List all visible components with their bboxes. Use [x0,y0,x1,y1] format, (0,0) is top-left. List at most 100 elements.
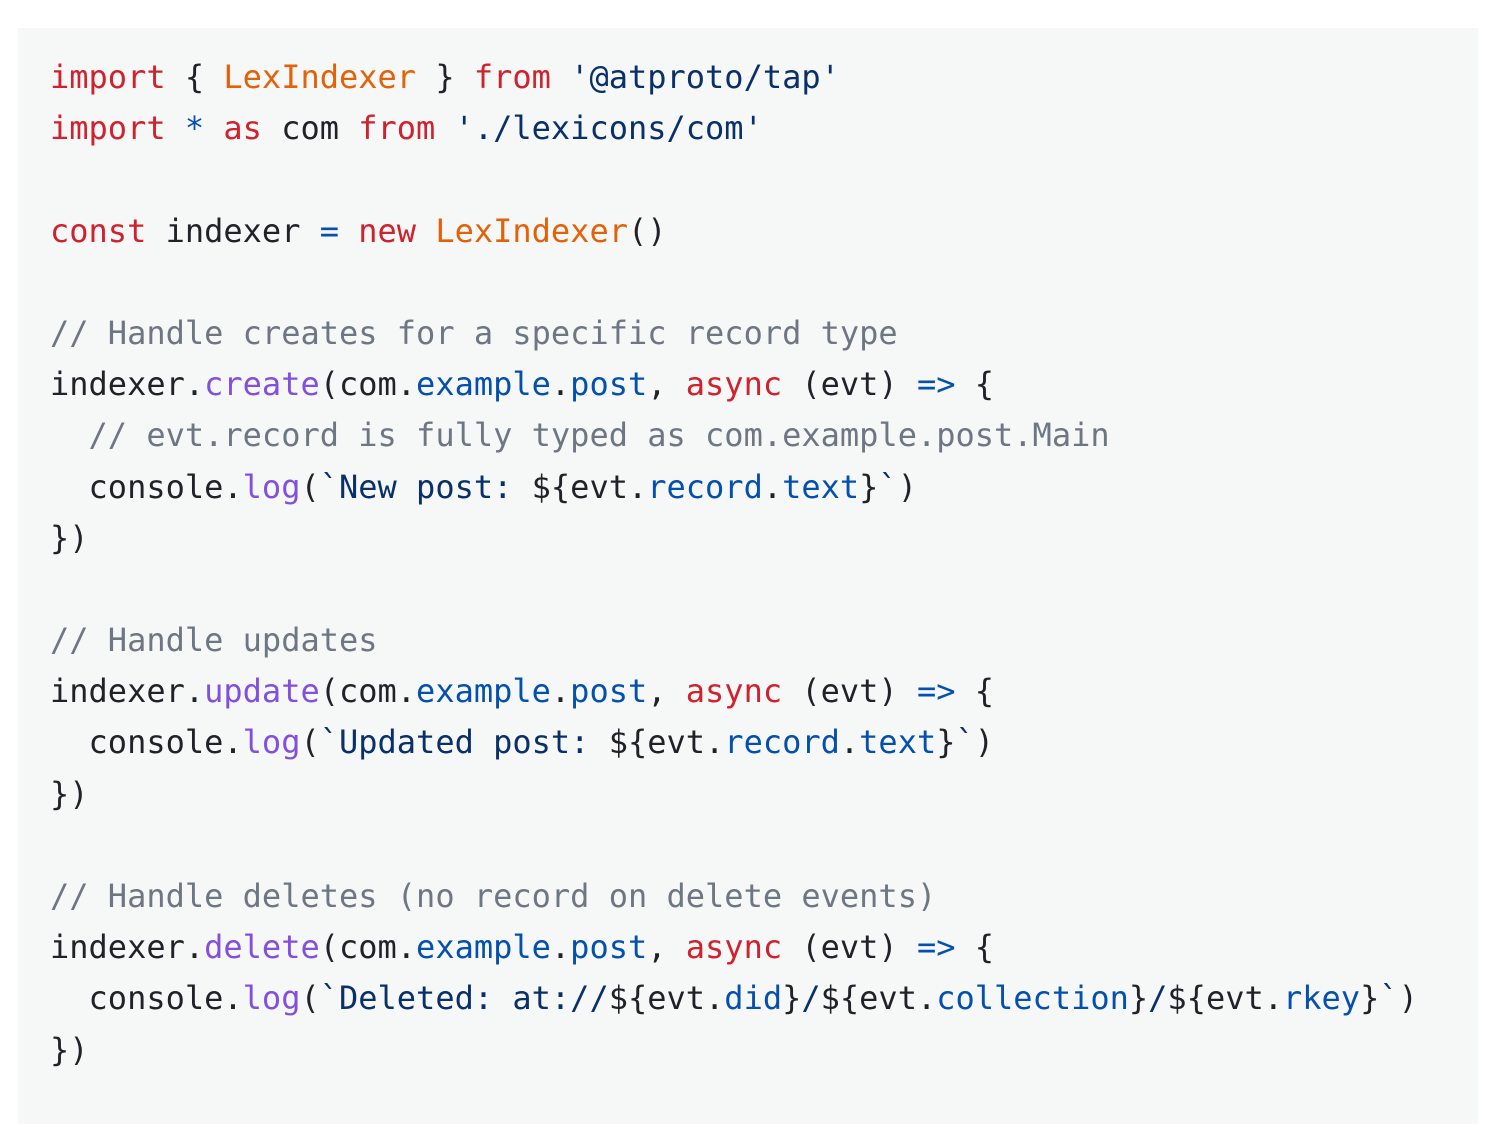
code-line: // Handle creates for a specific record … [50,308,1478,359]
code-line: console.log(`New post: ${evt.record.text… [50,462,1478,513]
code-line: indexer.update(com.example.post, async (… [50,666,1478,717]
code-token [551,58,570,96]
code-token: } [416,58,474,96]
code-token: update [204,672,320,711]
code-token: }) [50,774,89,813]
code-token: post [570,672,648,711]
code-token [50,416,89,454]
code-token: (com. [319,928,417,967]
code-token: text [859,723,937,762]
code-token: }) [50,1030,89,1069]
code-token: { [165,58,224,96]
code-token: . [550,672,571,711]
code-token: ${evt. [820,979,937,1018]
code-token: } [782,979,802,1018]
code-token: async [685,672,783,711]
code-token: '@atproto/tap' [570,58,840,96]
code-line: // Handle updates [50,615,1478,666]
code-token: ${evt. [1167,979,1283,1018]
code-token: record [647,467,763,506]
code-token: import [50,109,166,148]
code-token [416,212,435,250]
code-line: // Handle deletes (no record on delete e… [50,871,1478,922]
code-token: rkey [1283,979,1361,1018]
code-token: . [839,723,860,762]
code-token: console. [50,723,243,762]
code-token: async [685,365,783,404]
code-token: ${evt. [608,979,725,1018]
code-token: delete [204,928,320,967]
code-token: log [242,979,301,1018]
code-token: ) [974,723,995,762]
code-token: * [184,109,205,148]
code-token: collection [936,979,1129,1018]
code-block: import { LexIndexer } from '@atproto/tap… [18,28,1478,1124]
code-line [50,257,1478,308]
code-line: import { LexIndexer } from '@atproto/tap… [50,52,1478,103]
code-token: `Deleted: at:// [319,979,609,1018]
code-token: ( [300,723,320,762]
code-line: // evt.record is fully typed as com.exam… [50,410,1478,461]
code-token: } [859,467,879,506]
code-line: }) [50,513,1478,564]
code-token: LexIndexer [435,211,628,250]
code-token: example [416,365,551,404]
code-token: example [416,928,551,967]
code-token: log [242,467,301,506]
code-token: = [319,211,339,250]
code-token: ) [1398,979,1418,1018]
code-token: // Handle deletes (no record on delete e… [50,877,937,915]
code-token: post [570,365,648,404]
code-token: }) [50,518,89,557]
code-token: (evt) [782,672,917,711]
code-token: ` [878,467,898,506]
code-token: / [1148,979,1168,1018]
code-token: ` [955,723,975,762]
code-token: // Handle creates for a specific record … [50,313,898,352]
code-token: indexer [146,211,320,250]
code-token: / [801,979,821,1018]
code-token: , [647,928,686,967]
code-token: new [358,211,417,250]
code-token [339,212,358,250]
code-token: ) [897,467,917,506]
code-line: indexer.create(com.example.post, async (… [50,359,1478,410]
code-line [50,154,1478,205]
code-token: import [50,58,166,96]
code-token: from [358,109,436,148]
code-token: , [647,365,686,404]
code-token [204,109,223,147]
code-token: example [416,672,551,711]
code-token: ${evt. [608,723,725,762]
code-line: }) [50,769,1478,820]
code-content: import { LexIndexer } from '@atproto/tap… [18,28,1478,1076]
code-token: () [627,211,667,250]
code-line: const indexer = new LexIndexer() [50,206,1478,257]
code-token: indexer. [50,928,205,967]
code-token: { [955,672,995,711]
code-token: { [955,365,995,404]
code-line: indexer.delete(com.example.post, async (… [50,922,1478,973]
code-token: async [685,928,783,967]
code-token: } [1360,979,1380,1018]
code-token: const [50,211,147,250]
code-token: (evt) [782,365,917,404]
code-token: post [570,928,648,967]
code-token: LexIndexer [223,58,417,96]
code-token: . [550,365,571,404]
code-token: did [724,979,783,1018]
code-token: => [916,672,956,711]
code-token: . [550,928,571,967]
code-token: ( [300,467,320,506]
code-line: import * as com from './lexicons/com' [50,103,1478,154]
code-token: as [223,109,262,148]
code-token: ( [300,979,320,1018]
code-token: create [204,365,320,404]
code-line: }) [50,1025,1478,1076]
code-token: => [916,928,956,967]
code-token: (com. [319,672,417,711]
code-token: indexer. [50,672,205,711]
code-token: console. [50,467,243,506]
code-token [435,109,454,147]
code-token: './lexicons/com' [454,109,763,148]
